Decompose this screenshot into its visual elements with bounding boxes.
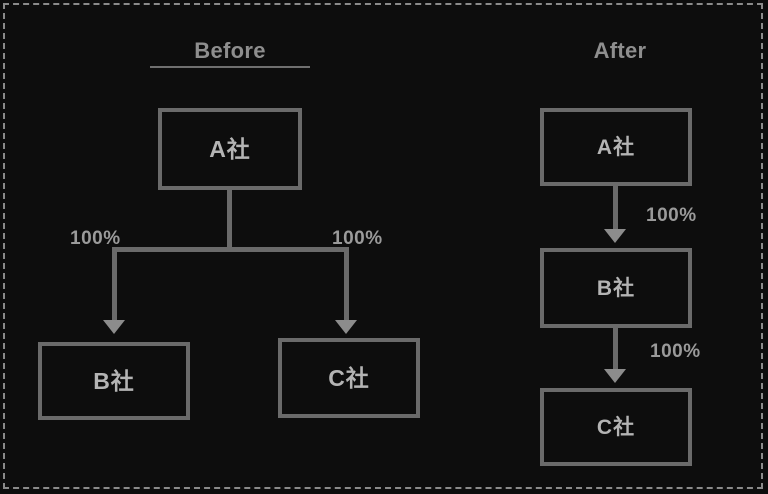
node-before-company-b-label: B社 [93, 367, 135, 394]
edge-label-after-a-to-b: 100% [646, 205, 697, 226]
node-after-company-b-label: B社 [596, 276, 636, 300]
node-before-company-a-label: A社 [209, 135, 251, 162]
node-after-company-a[interactable]: A社 [540, 108, 692, 186]
connector-before-trunk [227, 190, 232, 248]
panel-before-title: Before [150, 38, 310, 68]
edge-label-before-a-to-b: 100% [70, 228, 121, 249]
panel-before: Before A社 100% 100% B社 C社 [38, 38, 420, 420]
panel-after-title: After [593, 38, 647, 63]
node-before-company-c[interactable]: C社 [278, 338, 420, 418]
node-after-company-b[interactable]: B社 [540, 248, 692, 328]
edge-label-after-b-to-c: 100% [650, 341, 701, 362]
connector-after-a-to-b [613, 186, 618, 232]
arrowhead-before-right-icon [335, 320, 357, 334]
node-after-company-a-label: A社 [596, 135, 636, 159]
connector-before-crossbar [112, 247, 349, 252]
edge-label-before-a-to-c: 100% [332, 228, 383, 249]
connector-before-left-drop [112, 247, 117, 323]
node-before-company-c-label: C社 [328, 364, 370, 391]
node-after-company-c-label: C社 [596, 415, 636, 439]
connector-before-right-drop [344, 247, 349, 323]
node-before-company-a[interactable]: A社 [158, 108, 302, 190]
node-before-company-b[interactable]: B社 [38, 342, 190, 420]
arrowhead-before-left-icon [103, 320, 125, 334]
node-after-company-c[interactable]: C社 [540, 388, 692, 466]
arrowhead-after-a-to-b-icon [604, 229, 626, 243]
connector-after-b-to-c [613, 328, 618, 372]
arrowhead-after-b-to-c-icon [604, 369, 626, 383]
